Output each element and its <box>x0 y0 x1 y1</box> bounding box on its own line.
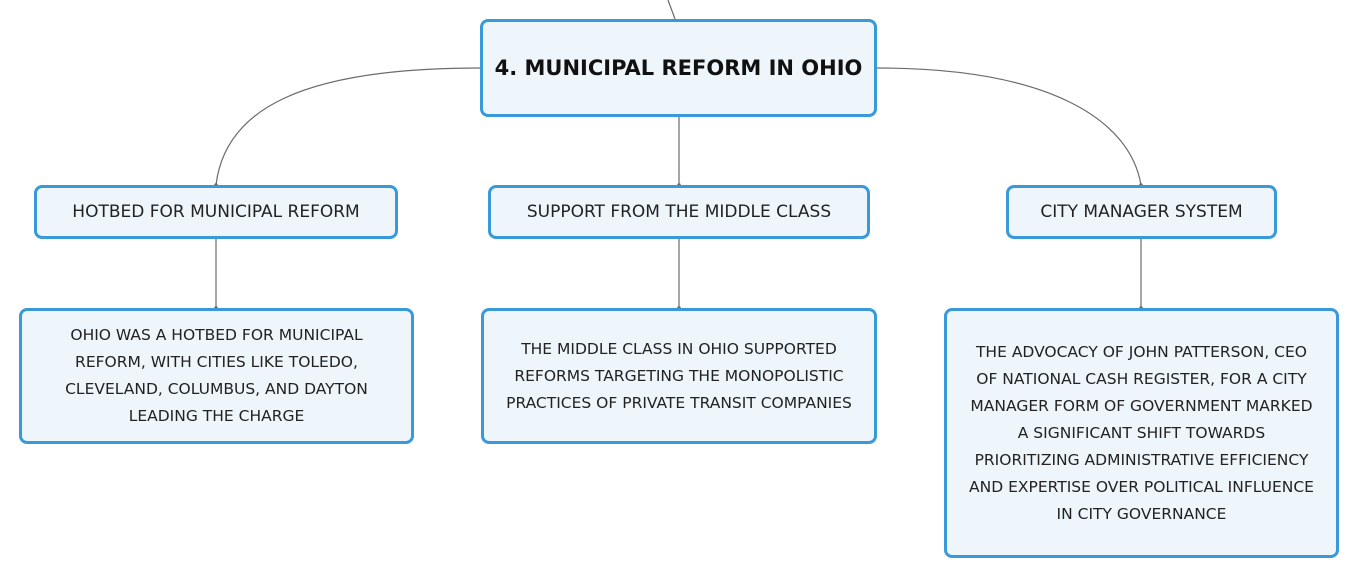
detail-line: OF NATIONAL CASH REGISTER, FOR A CITY <box>976 369 1307 388</box>
connector-parent-to-root <box>667 0 676 20</box>
root-topic-title: 4. MUNICIPAL REFORM IN OHIO <box>494 56 863 80</box>
branch-label: SUPPORT FROM THE MIDDLE CLASS <box>526 202 832 222</box>
detail-line: MANAGER FORM OF GOVERNMENT MARKED <box>970 396 1313 415</box>
detail-line: PRIORITIZING ADMINISTRATIVE EFFICIENCY <box>974 450 1309 469</box>
root-topic[interactable]: 4. MUNICIPAL REFORM IN OHIO <box>480 19 877 117</box>
detail-text: THE MIDDLE CLASS IN OHIO SUPPORTED REFOR… <box>506 336 852 417</box>
detail-line: PRACTICES OF PRIVATE TRANSIT COMPANIES <box>506 393 852 412</box>
detail-hotbed-for-municipal-reform[interactable]: OHIO WAS A HOTBED FOR MUNICIPAL REFORM, … <box>19 308 414 444</box>
detail-line: A SIGNIFICANT SHIFT TOWARDS <box>1017 423 1266 442</box>
detail-line: REFORMS TARGETING THE MONOPOLISTIC <box>514 366 844 385</box>
branch-label: CITY MANAGER SYSTEM <box>1040 202 1243 222</box>
detail-line: CLEVELAND, COLUMBUS, AND DAYTON <box>65 380 368 398</box>
detail-line: THE ADVOCACY OF JOHN PATTERSON, CEO <box>975 342 1307 361</box>
detail-line: THE MIDDLE CLASS IN OHIO SUPPORTED <box>521 339 837 358</box>
detail-line: REFORM, WITH CITIES LIKE TOLEDO, <box>75 353 358 371</box>
detail-text: OHIO WAS A HOTBED FOR MUNICIPAL REFORM, … <box>65 322 368 430</box>
detail-support-from-middle-class[interactable]: THE MIDDLE CLASS IN OHIO SUPPORTED REFOR… <box>481 308 877 444</box>
connector-root-to-branch-1 <box>214 67 481 187</box>
connector-root-to-branch-3 <box>876 67 1143 187</box>
branch-support-from-middle-class[interactable]: SUPPORT FROM THE MIDDLE CLASS <box>488 185 870 239</box>
detail-text: THE ADVOCACY OF JOHN PATTERSON, CEO OF N… <box>969 339 1314 528</box>
detail-line: AND EXPERTISE OVER POLITICAL INFLUENCE <box>969 477 1314 496</box>
detail-line: IN CITY GOVERNANCE <box>1056 504 1227 523</box>
detail-line: LEADING THE CHARGE <box>128 407 305 425</box>
branch-city-manager-system[interactable]: CITY MANAGER SYSTEM <box>1006 185 1277 239</box>
branch-label: HOTBED FOR MUNICIPAL REFORM <box>72 202 360 222</box>
detail-line: OHIO WAS A HOTBED FOR MUNICIPAL <box>70 326 363 344</box>
detail-city-manager-system[interactable]: THE ADVOCACY OF JOHN PATTERSON, CEO OF N… <box>944 308 1339 558</box>
branch-hotbed-for-municipal-reform[interactable]: HOTBED FOR MUNICIPAL REFORM <box>34 185 398 239</box>
